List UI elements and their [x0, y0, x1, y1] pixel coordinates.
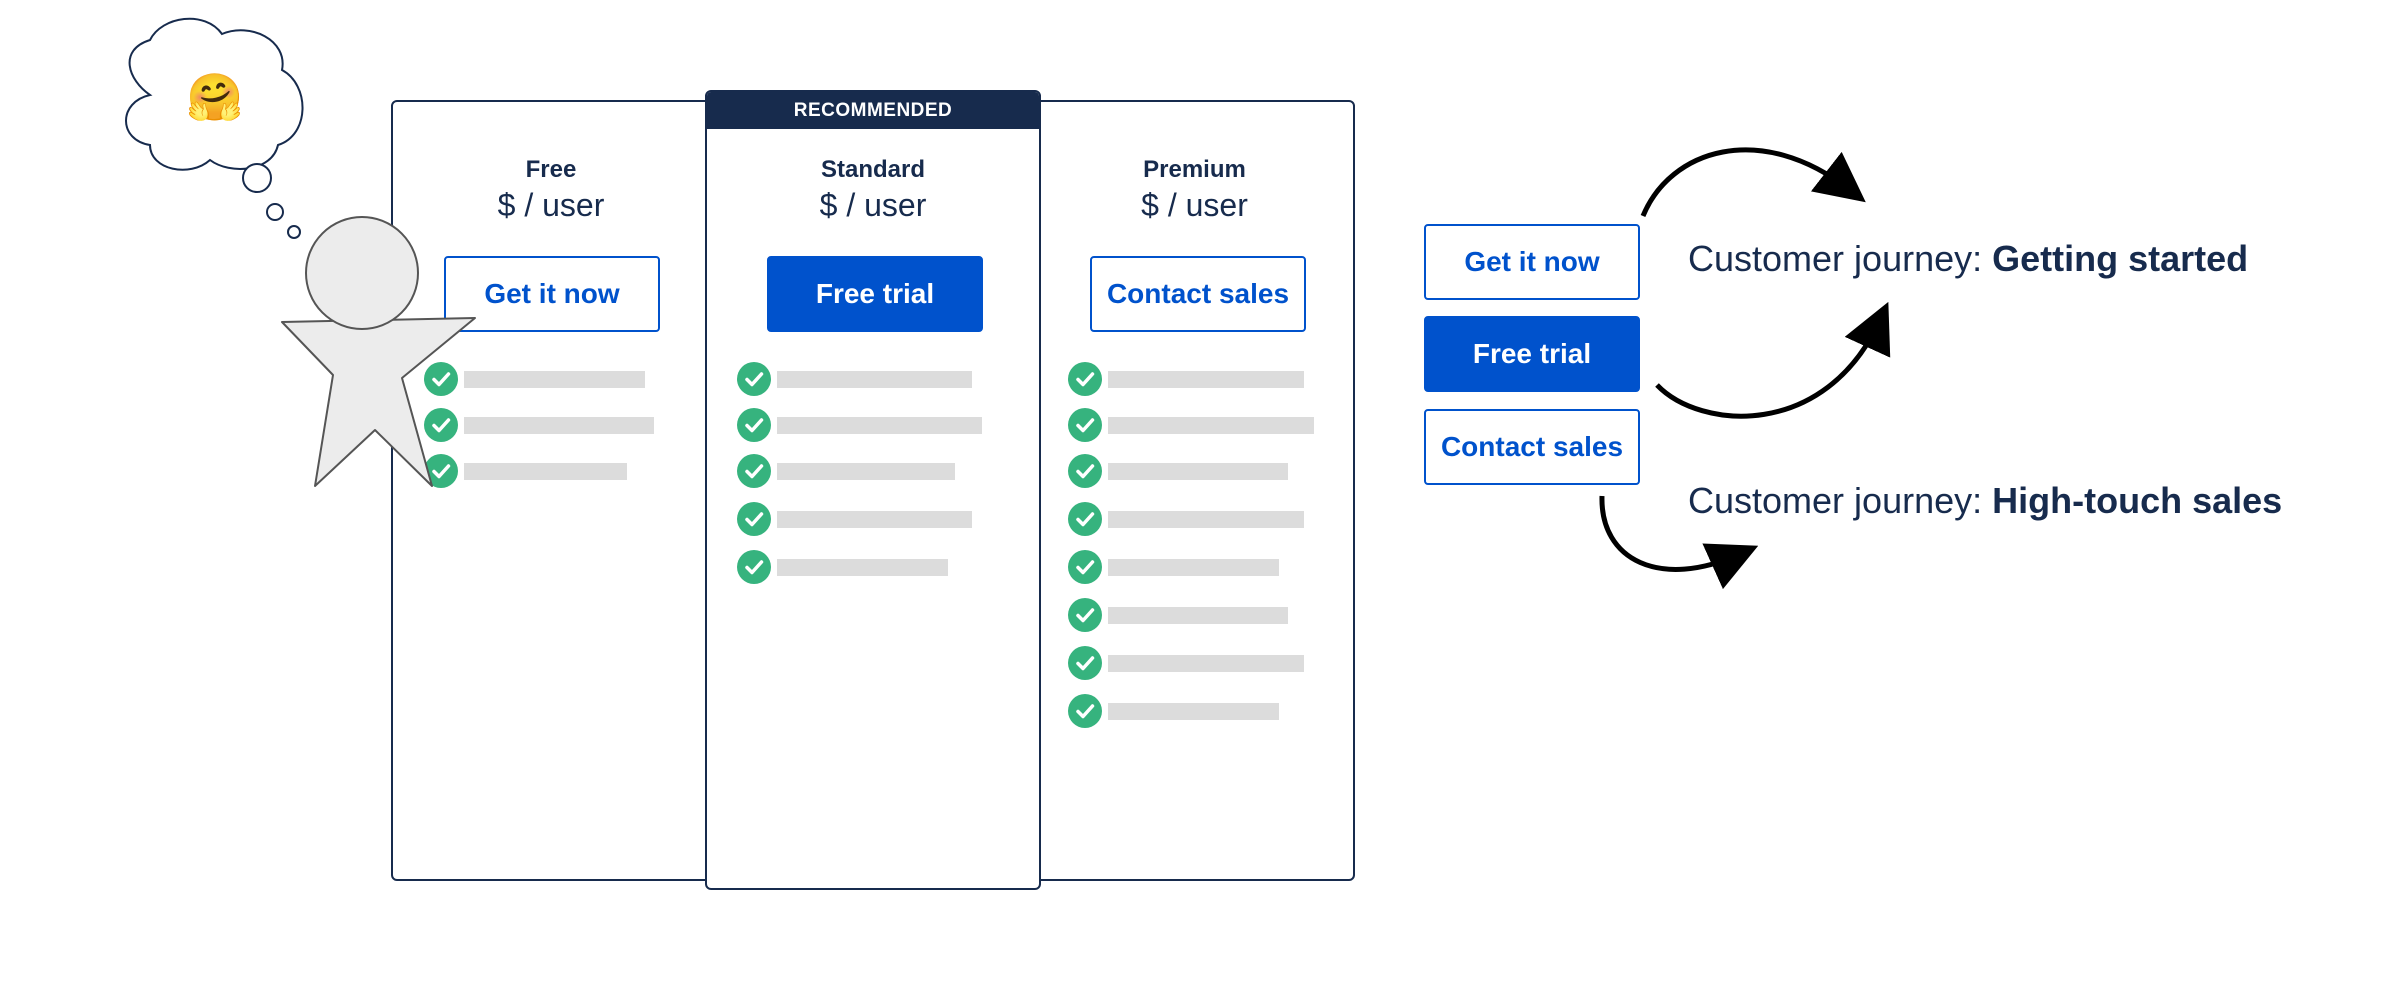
feature-placeholder [1108, 371, 1304, 388]
feature-placeholder [1108, 703, 1279, 720]
plan-name: Premium [1143, 156, 1246, 183]
check-circle-icon [424, 408, 458, 442]
feature-placeholder [1108, 655, 1304, 672]
journey-prefix: Customer journey: [1688, 238, 1993, 279]
journey-label-getting-started: Customer journey: Getting started [1688, 238, 2248, 280]
hugging-face-emoji: 🤗 [186, 71, 244, 123]
check-circle-icon [424, 362, 458, 396]
check-circle-icon [1068, 362, 1102, 396]
check-circle-icon [737, 550, 771, 584]
curved-arrow-icon [1655, 301, 1891, 419]
feature-placeholder [464, 417, 654, 434]
person-with-thought-bubble [125, 17, 476, 487]
feature-placeholder [777, 559, 948, 576]
feature-placeholder [464, 463, 627, 480]
check-circle-icon [1068, 454, 1102, 488]
journey-name: High-touch sales [1992, 480, 2283, 521]
get-it-now-button[interactable]: Get it now [444, 256, 660, 332]
pricing-card-premium: Premium $ / user Contact sales [1034, 100, 1355, 881]
feature-placeholder [1108, 559, 1279, 576]
check-circle-icon [1068, 694, 1102, 728]
recommended-badge: RECOMMENDED [707, 92, 1039, 129]
feature-placeholder [777, 371, 972, 388]
feature-placeholder [1108, 463, 1288, 480]
feature-placeholder [777, 417, 982, 434]
journey-free-trial-button[interactable]: Free trial [1424, 316, 1640, 392]
check-circle-icon [1068, 646, 1102, 680]
check-circle-icon [737, 502, 771, 536]
journey-contact-sales-button[interactable]: Contact sales [1424, 409, 1640, 485]
feature-placeholder [777, 511, 972, 528]
journey-prefix: Customer journey: [1688, 480, 1993, 521]
check-circle-icon [1068, 408, 1102, 442]
check-circle-icon [1068, 502, 1102, 536]
plan-price: $ / user [819, 187, 927, 223]
pricing-card-free: Free $ / user Get it now [391, 100, 711, 881]
check-circle-icon [737, 454, 771, 488]
journey-get-it-now-button[interactable]: Get it now [1424, 224, 1640, 300]
plan-price: $ / user [1141, 187, 1248, 223]
check-circle-icon [737, 408, 771, 442]
free-trial-button[interactable]: Free trial [767, 256, 983, 332]
check-circle-icon [1068, 550, 1102, 584]
feature-placeholder [1108, 417, 1314, 434]
curved-arrow-icon [1640, 147, 1866, 217]
pricing-card-standard: RECOMMENDED Standard $ / user Free trial [705, 90, 1041, 890]
plan-price: $ / user [497, 187, 605, 223]
contact-sales-button[interactable]: Contact sales [1090, 256, 1306, 332]
plan-name: Standard [820, 156, 925, 183]
feature-placeholder [777, 463, 955, 480]
feature-placeholder [1108, 607, 1288, 624]
person-figure-icon [281, 216, 476, 487]
journey-label-high-touch-sales: Customer journey: High-touch sales [1688, 480, 2282, 522]
thought-bubble-icon [125, 17, 304, 239]
feature-placeholder [1108, 511, 1304, 528]
journey-arrows [1599, 147, 1891, 590]
feature-placeholder [464, 371, 645, 388]
plan-name: Free [525, 156, 577, 183]
curved-arrow-icon [1599, 495, 1759, 590]
check-circle-icon [1068, 598, 1102, 632]
check-circle-icon [737, 362, 771, 396]
journey-name: Getting started [1992, 238, 2249, 279]
